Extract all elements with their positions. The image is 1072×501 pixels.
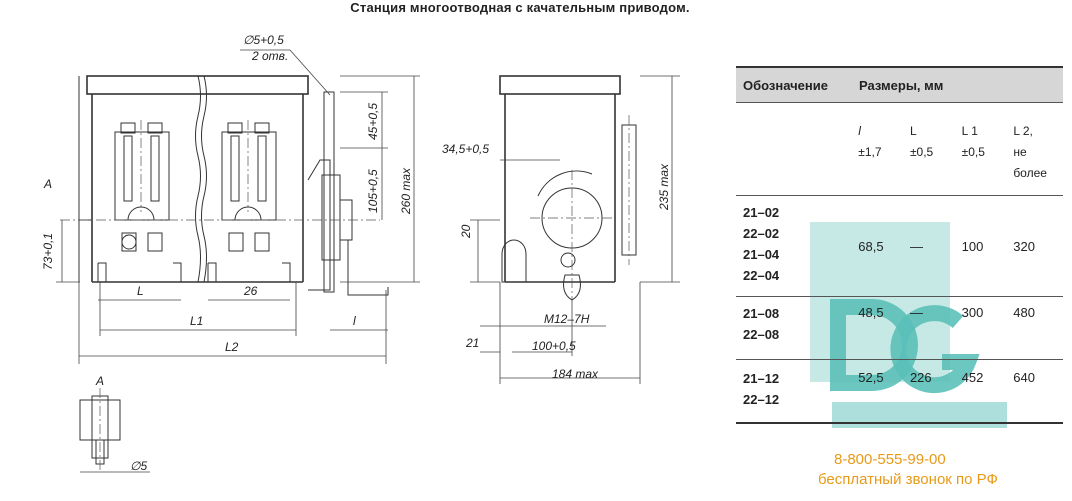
dim-holes-count: 2 отв. (251, 49, 288, 63)
table-row: 21–12 22–12 52,5 226 452 640 (736, 360, 1063, 424)
phone-number[interactable]: 8-800-555-99-00 (834, 451, 946, 468)
dim-260: 260 max (399, 167, 413, 215)
technical-drawing: ∅5+0,5 2 отв. 45+0,5 105+0,5 260 max 73+… (41, 33, 680, 473)
cell-L1: 300 (961, 305, 984, 320)
table-row: 21–08 22–08 48,5 — 300 480 (736, 297, 1063, 360)
row-designations: 21–12 22–12 (743, 371, 780, 407)
sub-col-l: l ±1,7 (858, 124, 882, 159)
dim-L2: L2 (225, 340, 239, 354)
contact-block: 8-800-555-99-00 бесплатный звонок по РФ (818, 450, 998, 490)
dim-184: 184 max (552, 367, 599, 381)
dim-hole-diameter: ∅5+0,5 (243, 33, 284, 47)
dgm-logo-watermark (810, 222, 1007, 428)
label-A: A (43, 177, 52, 191)
dim-105: 105+0,5 (366, 169, 380, 213)
cell-l: 48,5 (858, 305, 884, 320)
table-subheader: l ±1,7 L ±0,5 L 1 ±0,5 L 2, не более (736, 103, 1063, 196)
sub-col-L1: L 1 ±0,5 (961, 124, 985, 159)
front-view (56, 49, 420, 364)
cell-L1: 452 (961, 370, 984, 385)
dim-20: 20 (459, 224, 473, 239)
dim-l: l (353, 314, 356, 328)
dim-34: 34,5+0,5 (442, 142, 489, 156)
cell-L1: 100 (961, 238, 984, 254)
col-sizes: Размеры, мм (859, 77, 944, 93)
detail-A-label: A (95, 374, 104, 388)
dim-100: 100+0,5 (532, 339, 576, 353)
table-header: Обозначение Размеры, мм (736, 66, 1063, 103)
dim-45: 45+0,5 (366, 103, 380, 140)
cell-L: — (909, 305, 923, 320)
sizes-table: Обозначение Размеры, мм l ±1,7 L ±0,5 L … (736, 66, 1063, 424)
cell-L: 226 (909, 370, 932, 385)
phone-note: бесплатный звонок по РФ (818, 471, 998, 488)
dim-L1: L1 (190, 314, 203, 328)
dim-d5: ∅5 (130, 459, 147, 473)
cell-l: 68,5 (858, 238, 884, 254)
dim-21: 21 (465, 336, 479, 350)
page-title: Станция многоотводная с качательным прив… (350, 0, 690, 15)
dim-73: 73+0,1 (41, 233, 55, 270)
dim-L: L (137, 284, 144, 298)
table-row: 21–02 22–02 21–04 22–04 68,5 — 100 320 (736, 196, 1063, 297)
row-designations: 21–02 22–02 21–04 22–04 (743, 205, 780, 283)
detail-a (79, 388, 150, 473)
side-view (470, 75, 680, 384)
sub-col-L2: L 2, не более (1013, 124, 1047, 180)
dim-235: 235 max (657, 163, 671, 211)
col-designation: Обозначение (743, 77, 828, 93)
row-designations: 21–08 22–08 (743, 306, 780, 342)
cell-L2: 640 (1013, 370, 1035, 385)
cell-L2: 480 (1013, 305, 1035, 320)
cell-l: 52,5 (858, 370, 884, 385)
cell-L2: 320 (1013, 238, 1035, 254)
dim-26: 26 (243, 284, 258, 298)
sub-col-L: L ±0,5 (909, 124, 934, 159)
dim-M12: M12–7H (544, 312, 590, 326)
cell-L: — (909, 238, 923, 254)
